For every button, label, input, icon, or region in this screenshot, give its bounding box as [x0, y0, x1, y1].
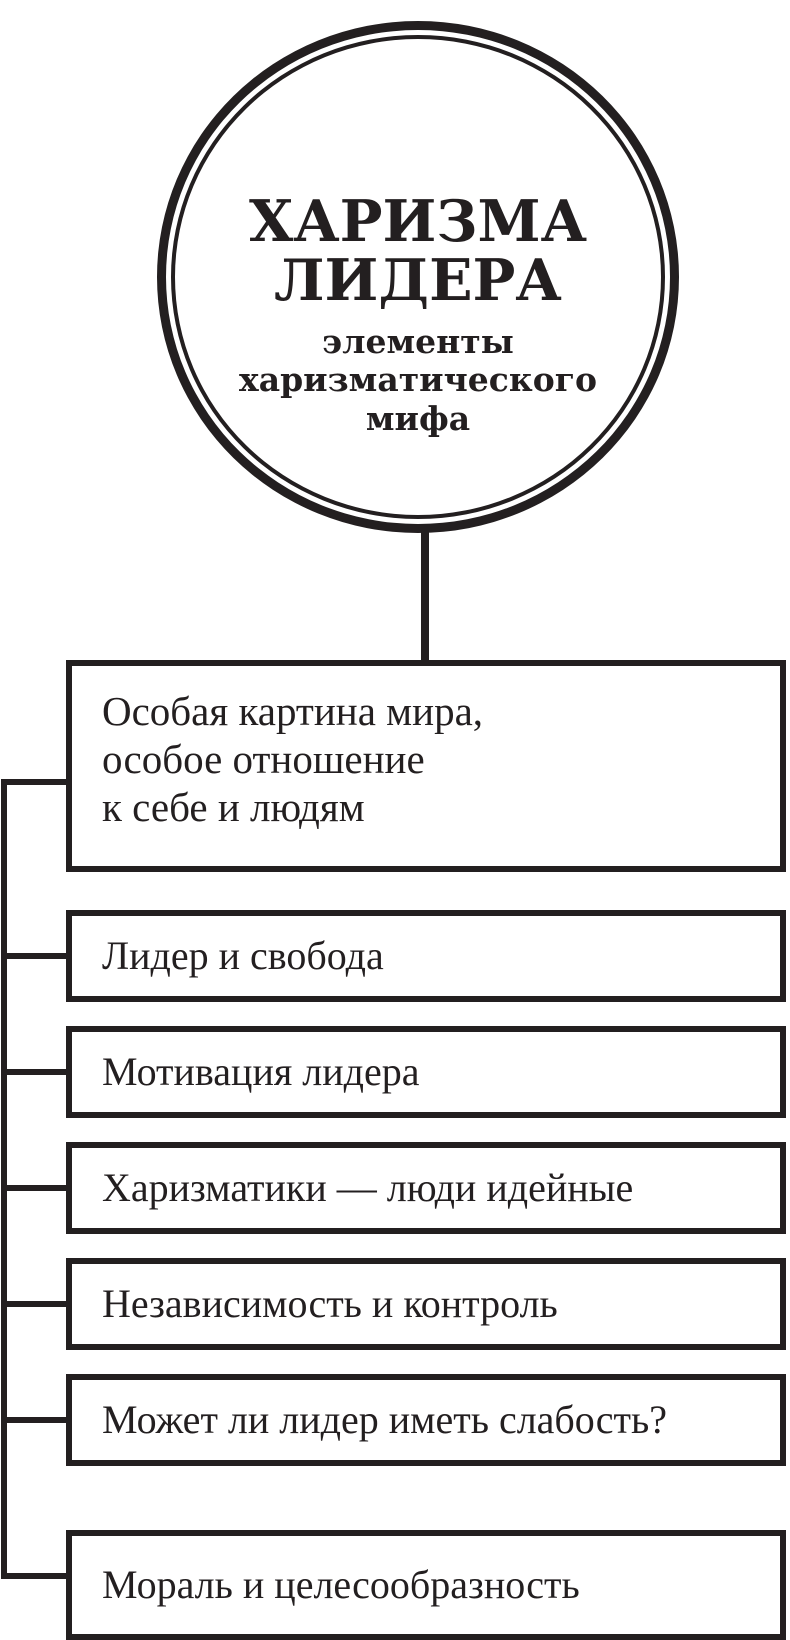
connector-branch-7 [1, 1573, 71, 1579]
node-box-leader-motivation[interactable]: Мотивация лидера [66, 1026, 786, 1118]
node-label-independence-control: Независимость и контроль [102, 1281, 558, 1326]
node-label-charismatics-ideological: Харизматики — люди идейные [102, 1165, 634, 1210]
ellipse-outer-ring [157, 21, 679, 533]
ellipse-inner-ring [171, 35, 665, 519]
node-box-leader-freedom[interactable]: Лидер и свобода [66, 910, 786, 1002]
connector-branch-3 [1, 1069, 71, 1075]
node-box-independence-control[interactable]: Независимость и контроль [66, 1258, 786, 1350]
connector-trunk [1, 779, 7, 1579]
root-title-line2: ЛИДЕРА [274, 247, 562, 315]
node-label-leader-motivation: Мотивация лидера [102, 1049, 420, 1094]
root-subtitle: элементы харизматического мифа [239, 321, 597, 438]
root-title-line1: ХАРИЗМА [249, 188, 587, 256]
node-label-worldview: Особая картина мира, особое отношение к … [102, 688, 484, 830]
connector-root-to-main [421, 528, 429, 667]
node-box-morality-expediency[interactable]: Мораль и целесообразность [66, 1530, 786, 1640]
connector-branch-1 [1, 779, 71, 785]
connector-branch-4 [1, 1185, 71, 1191]
node-label-morality-expediency: Мораль и целесообразность [102, 1562, 580, 1607]
node-label-leader-freedom: Лидер и свобода [102, 933, 384, 978]
connector-branch-5 [1, 1301, 71, 1307]
connector-branch-6 [1, 1417, 71, 1423]
node-box-charismatics-ideological[interactable]: Харизматики — люди идейные [66, 1142, 786, 1234]
connector-branch-2 [1, 953, 71, 959]
node-label-leader-weakness: Может ли лидер иметь слабость? [102, 1397, 667, 1442]
node-box-leader-weakness[interactable]: Может ли лидер иметь слабость? [66, 1374, 786, 1466]
node-box-worldview[interactable]: Особая картина мира, особое отношение к … [66, 660, 786, 872]
